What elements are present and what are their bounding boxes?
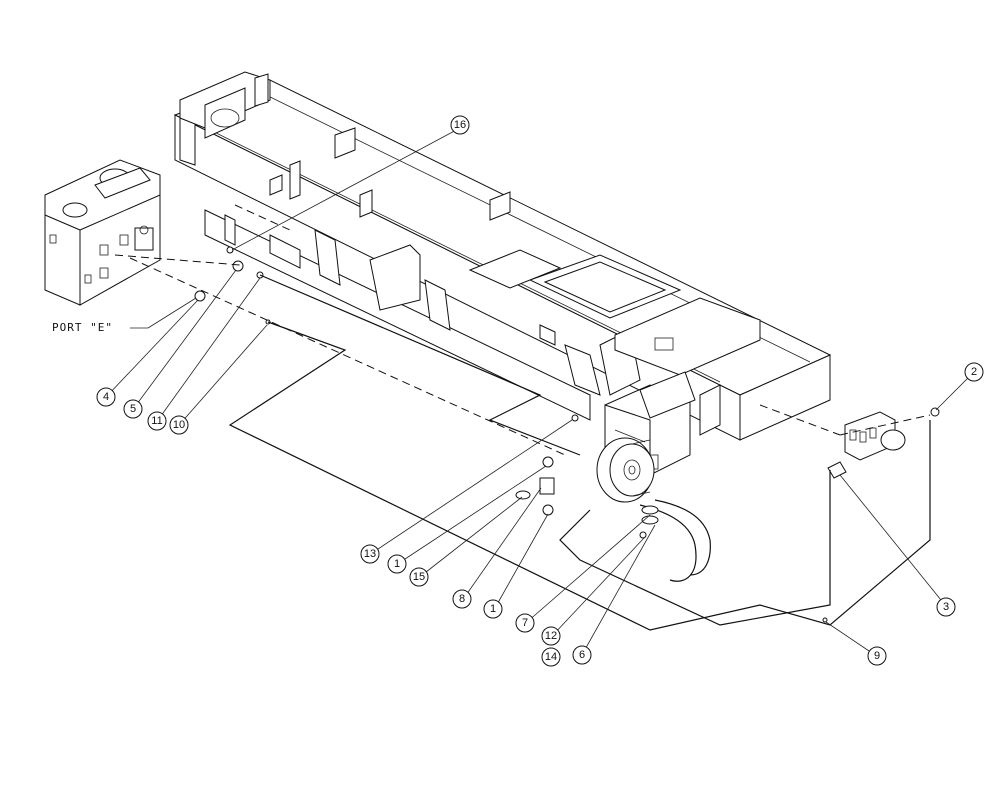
svg-text:16: 16 bbox=[454, 119, 466, 131]
callout-11: 11 bbox=[147, 411, 167, 431]
fittings bbox=[194, 246, 828, 623]
rail-brackets bbox=[224, 127, 682, 396]
pump-tank-assembly bbox=[44, 159, 161, 306]
callout-16: 16 bbox=[450, 115, 470, 135]
callout-15: 15 bbox=[409, 567, 429, 587]
hose-lines bbox=[639, 499, 711, 582]
callout-1-lower: 1 bbox=[483, 599, 503, 619]
callout-4: 4 bbox=[96, 387, 116, 407]
svg-text:2: 2 bbox=[971, 366, 977, 378]
callout-6: 6 bbox=[572, 645, 592, 665]
svg-text:8: 8 bbox=[459, 593, 465, 605]
front-end-plate bbox=[614, 297, 761, 436]
callout-1-upper: 1 bbox=[387, 554, 407, 574]
callout-9: 9 bbox=[867, 646, 887, 666]
callout-5: 5 bbox=[123, 399, 143, 419]
svg-text:1: 1 bbox=[394, 558, 400, 570]
callout-7: 7 bbox=[515, 613, 535, 633]
svg-text:10: 10 bbox=[173, 419, 185, 431]
callout-13: 13 bbox=[360, 544, 380, 564]
assembly-axes bbox=[114, 204, 931, 456]
callout-12: 12 bbox=[541, 626, 561, 646]
callout-3: 3 bbox=[936, 597, 956, 617]
svg-text:13: 13 bbox=[364, 548, 376, 560]
svg-text:14: 14 bbox=[545, 651, 557, 663]
callout-2: 2 bbox=[964, 362, 984, 382]
svg-text:9: 9 bbox=[874, 650, 880, 662]
port-e-label-group: PORT "E" bbox=[52, 297, 197, 334]
callout-10: 10 bbox=[169, 415, 189, 435]
hydraulic-lines bbox=[228, 274, 931, 631]
rear-cross-member bbox=[179, 71, 271, 166]
svg-text:12: 12 bbox=[545, 630, 557, 642]
svg-text:4: 4 bbox=[103, 391, 109, 403]
svg-text:11: 11 bbox=[151, 415, 162, 427]
svg-text:6: 6 bbox=[579, 649, 585, 661]
callout-14: 14 bbox=[541, 647, 561, 667]
callout-8: 8 bbox=[452, 589, 472, 609]
svg-text:15: 15 bbox=[413, 571, 425, 583]
port-e-label: PORT "E" bbox=[52, 321, 113, 334]
svg-text:1: 1 bbox=[490, 603, 496, 615]
hose-reel bbox=[596, 437, 655, 503]
leader-lines bbox=[106, 127, 972, 656]
svg-text:5: 5 bbox=[130, 403, 136, 415]
valve-block bbox=[827, 407, 940, 479]
svg-text:3: 3 bbox=[943, 601, 949, 613]
svg-text:7: 7 bbox=[522, 617, 528, 629]
